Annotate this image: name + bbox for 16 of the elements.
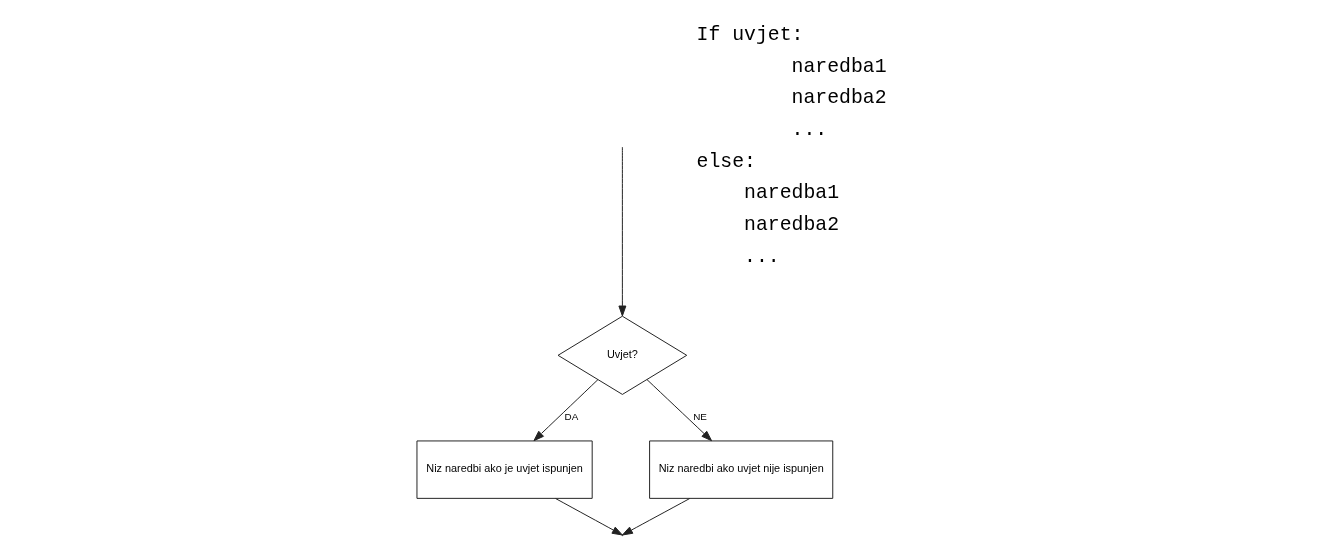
label: ...: [743, 245, 780, 268]
label: If uvjet:: [696, 24, 803, 47]
label: naredba1: [791, 55, 887, 78]
edge-label: DA: [564, 411, 578, 423]
node-diamond: Uvjet?: [557, 315, 687, 395]
label: naredba1: [743, 182, 839, 205]
arrow: [532, 379, 598, 442]
label: ...: [791, 119, 827, 142]
label: naredba2: [791, 87, 887, 110]
arrow: [646, 379, 712, 442]
arrow: [617, 146, 626, 317]
node-box: Niz naredbi ako je uvjet ispunjen: [415, 440, 593, 499]
edge-label: NE: [692, 411, 707, 423]
node-box: Niz naredbi ako uvjet nije ispunjen: [648, 440, 833, 499]
label: else:: [696, 150, 756, 173]
label: naredba2: [743, 214, 839, 237]
